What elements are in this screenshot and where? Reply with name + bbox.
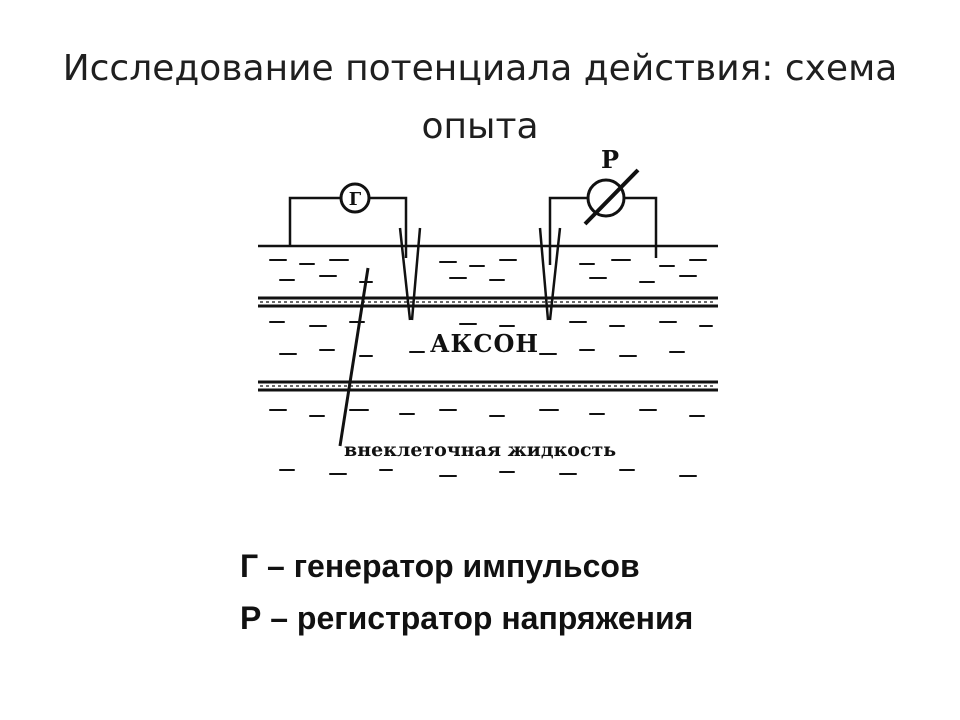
fluid-dashes-axon (269, 321, 713, 357)
fluid-dashes-bottom (269, 409, 705, 477)
recorder-circuit-wire (548, 196, 588, 265)
recorder-needle (583, 168, 640, 226)
reference-electrode (338, 267, 370, 447)
generator-circuit-wire (288, 196, 340, 246)
recorder-symbol: Р (601, 145, 619, 174)
legend: Г – генератор импульсов Р – регистратор … (240, 540, 693, 644)
legend-generator: Г – генератор импульсов (240, 548, 640, 584)
fluid-label: внеклеточная жидкость (344, 439, 616, 461)
axon-label: АКСОН (430, 329, 539, 358)
slide-title: Исследование потенциала действия: схема … (62, 48, 898, 147)
generator-symbol: Г (349, 189, 362, 210)
recorder-icon (586, 178, 626, 218)
legend-recorder: Р – регистратор напряжения (240, 600, 694, 636)
experiment-diagram: Г Р АКСОН внеклеточная жидкость (258, 145, 718, 477)
generator-icon (339, 182, 371, 214)
fluid-dashes-top (269, 259, 707, 283)
generator-circuit-wire-right (370, 196, 408, 258)
recorder-circuit-wire-right (624, 196, 658, 258)
